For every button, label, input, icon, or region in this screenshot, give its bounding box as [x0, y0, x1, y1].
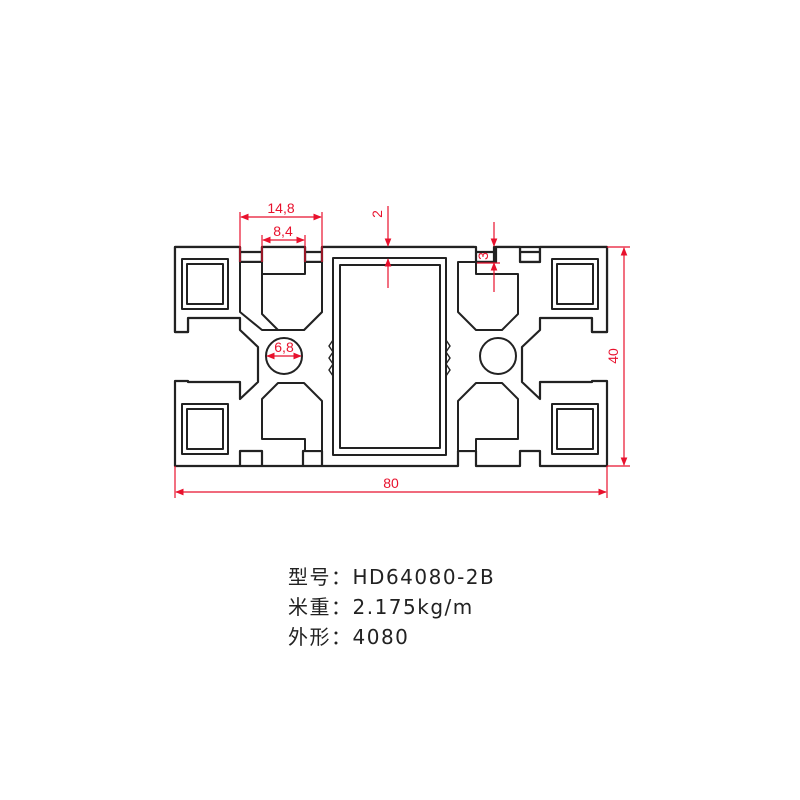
dim-width-label: 80 [383, 475, 399, 491]
dim-slot-outer-label: 14,8 [267, 200, 294, 216]
right-web-upper [457, 261, 519, 331]
spec-row-model: 型号： HD64080-2B [288, 562, 495, 592]
dim-wall-label: 2 [369, 210, 385, 218]
corner-cavity-tr-inner [556, 263, 594, 305]
corner-cavity-br-inner [556, 408, 594, 450]
spec-block: 型号： HD64080-2B 米重： 2.175kg/m 外形： 4080 [288, 562, 495, 652]
spec-row-weight: 米重： 2.175kg/m [288, 592, 495, 622]
dim-lip-label: 3 [475, 252, 491, 260]
dim-height-label: 40 [605, 348, 621, 364]
left-web-upper [261, 261, 323, 331]
spec-value-model: HD64080-2B [352, 565, 496, 589]
center-cavity-inner [339, 264, 441, 449]
corner-cavity-bl-inner [186, 408, 224, 450]
center-groove-right [445, 339, 451, 377]
spec-value-weight: 2.175kg/m [352, 595, 474, 619]
dim-slot-inner-label: 8,4 [273, 223, 293, 239]
spec-value-shape: 4080 [352, 625, 410, 649]
spec-row-shape: 外形： 4080 [288, 622, 495, 652]
dim-core-hole-label: 6,8 [274, 339, 294, 355]
spec-label-shape: 外形： [288, 625, 353, 649]
right-web-lower [457, 382, 519, 452]
spec-label-weight: 米重： [288, 595, 353, 619]
corner-cavity-tl-inner [186, 263, 224, 305]
spec-label-model: 型号： [288, 565, 353, 589]
left-web-lower [261, 382, 323, 452]
center-groove-left [328, 339, 334, 377]
right-core-hole [479, 337, 517, 375]
